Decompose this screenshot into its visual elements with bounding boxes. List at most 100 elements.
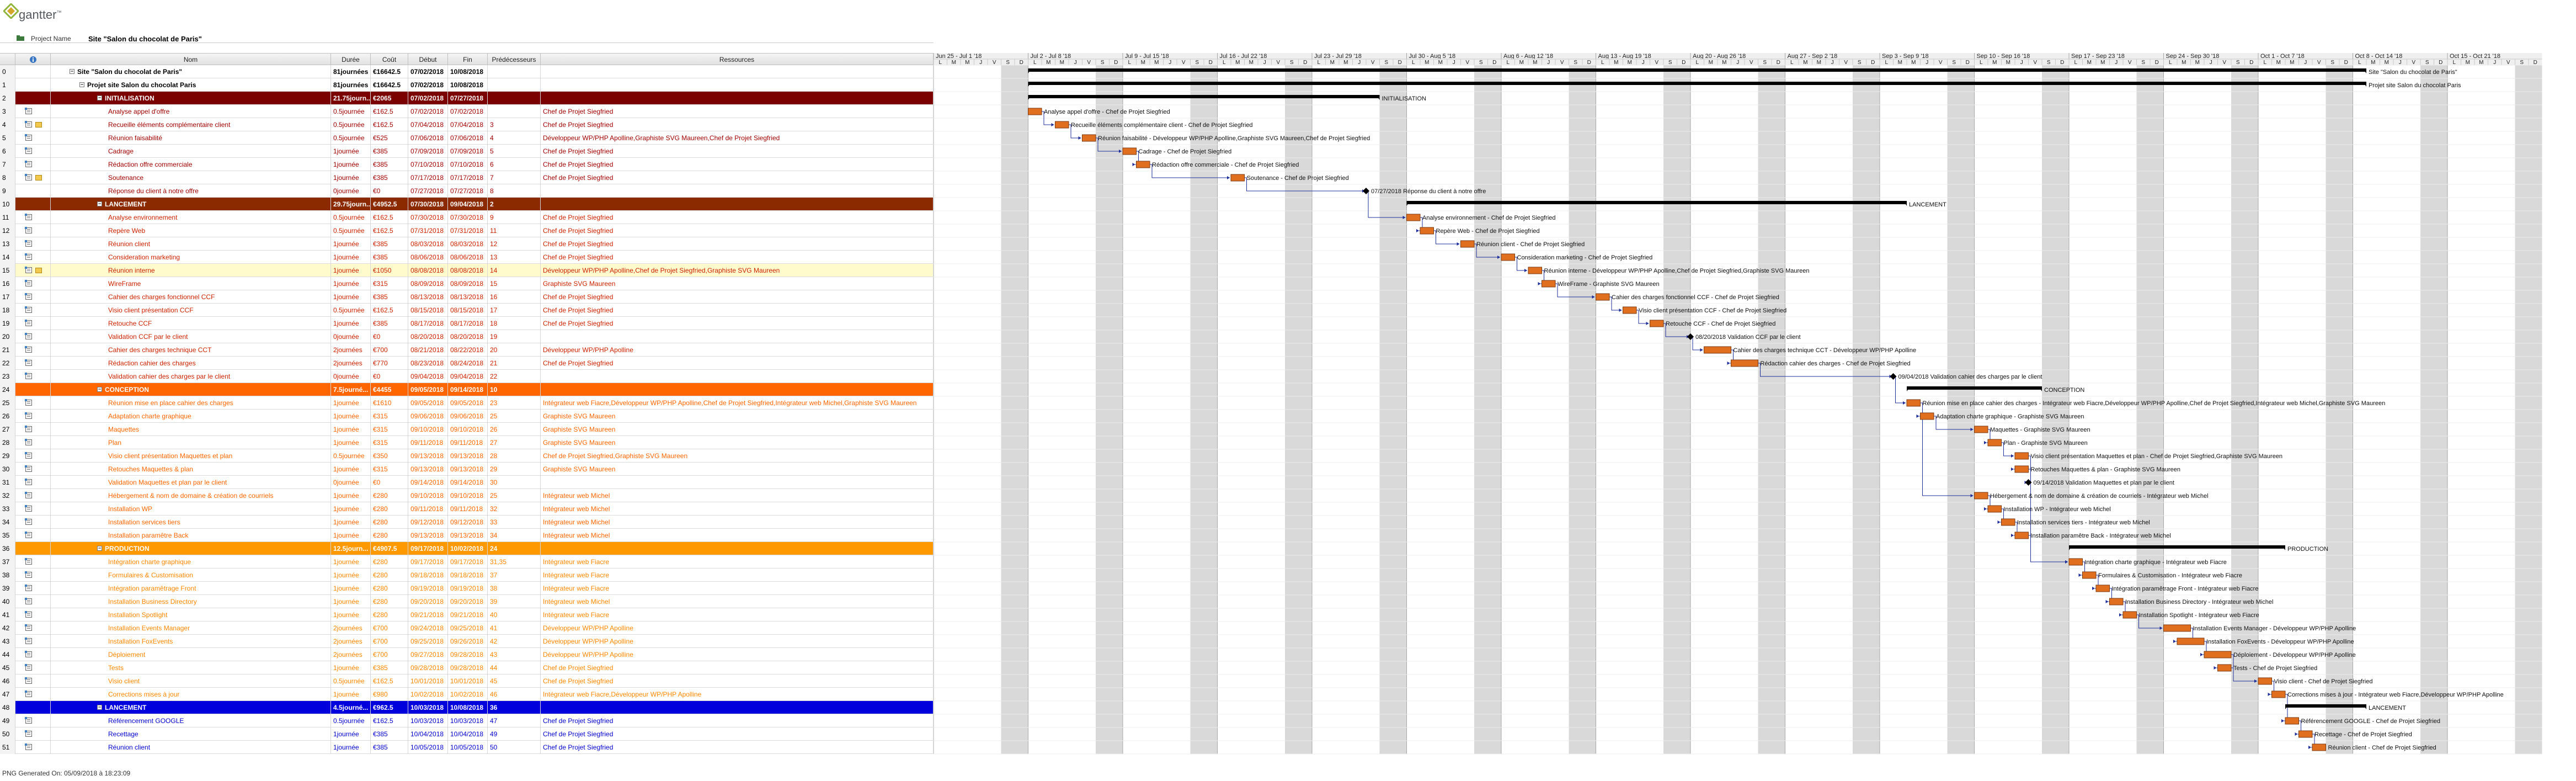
cell-end[interactable]: 07/10/2018 [448, 158, 488, 171]
cell-num[interactable]: 50 [0, 727, 15, 741]
cell-cost[interactable]: €525 [371, 131, 408, 145]
cell-end[interactable]: 09/17/2018 [448, 555, 488, 569]
cell-num[interactable]: 11 [0, 211, 15, 224]
cell-cost[interactable]: €0 [371, 370, 408, 383]
cell-cost[interactable]: €162.5 [371, 674, 408, 688]
cell-name[interactable]: Réunion faisabilité [51, 131, 331, 145]
cell-start[interactable]: 09/18/2018 [408, 569, 448, 582]
cell-pred[interactable]: 16 [488, 290, 541, 304]
cell-dur[interactable]: 1journée [331, 410, 371, 423]
cell-dur[interactable]: 1journée [331, 595, 371, 608]
cell-res[interactable]: Chef de Projet Siegfried [541, 741, 934, 754]
cell-num[interactable]: 45 [0, 661, 15, 674]
cell-dur[interactable]: 1journée [331, 171, 371, 184]
cell-pred[interactable]: 47 [488, 714, 541, 727]
cell-pred[interactable]: 29 [488, 463, 541, 476]
note-icon[interactable] [25, 320, 32, 326]
col-header-end[interactable]: Fin [448, 54, 488, 66]
cell-res[interactable] [541, 92, 934, 105]
cell-cost[interactable]: €280 [371, 529, 408, 542]
cell-name[interactable]: Cahier des charges technique CCT [51, 343, 331, 357]
cell-end[interactable]: 09/25/2018 [448, 621, 488, 635]
cell-pred[interactable]: 25 [488, 410, 541, 423]
cell-res[interactable]: Chef de Projet Siegfried [541, 714, 934, 727]
col-header-duration[interactable]: Durée [331, 54, 371, 66]
cell-cost[interactable]: €315 [371, 436, 408, 449]
cell-start[interactable]: 08/15/2018 [408, 304, 448, 317]
cell-cost[interactable]: €315 [371, 423, 408, 436]
cell-dur[interactable]: 1journée [331, 396, 371, 410]
cell-start[interactable]: 09/13/2018 [408, 529, 448, 542]
cell-end[interactable]: 07/09/2018 [448, 145, 488, 158]
cell-name[interactable]: Installation paramêtre Back [51, 529, 331, 542]
cell-cost[interactable]: €16642.5 [371, 65, 408, 78]
cell-num[interactable]: 38 [0, 569, 15, 582]
cell-name[interactable]: −LANCEMENT [51, 701, 331, 714]
cell-pred[interactable]: 34 [488, 529, 541, 542]
cell-res[interactable]: Chef de Projet Siegfried [541, 674, 934, 688]
cell-name[interactable]: Visio client présentation CCF [51, 304, 331, 317]
cell-dur[interactable]: 0journée [331, 330, 371, 343]
cell-cost[interactable]: €4952.5 [371, 198, 408, 211]
cell-name[interactable]: Retouches Maquettes & plan [51, 463, 331, 476]
cell-start[interactable]: 07/02/2018 [408, 105, 448, 118]
cell-name[interactable]: Retouche CCF [51, 317, 331, 330]
cell-pred[interactable]: 50 [488, 741, 541, 754]
cell-cost[interactable]: €700 [371, 621, 408, 635]
cell-pred[interactable]: 11 [488, 224, 541, 237]
col-header-predecessors[interactable]: Prédécesseurs [488, 54, 541, 66]
cell-end[interactable]: 09/20/2018 [448, 595, 488, 608]
cell-dur[interactable]: 1journée [331, 237, 371, 251]
cell-cost[interactable]: €162.5 [371, 224, 408, 237]
cell-num[interactable]: 14 [0, 251, 15, 264]
cell-res[interactable]: Intégrateur web Fiacre [541, 555, 934, 569]
cell-dur[interactable]: 12.5journ... [331, 542, 371, 555]
note-icon[interactable] [25, 717, 32, 724]
cell-start[interactable]: 09/05/2018 [408, 396, 448, 410]
cell-res[interactable] [541, 65, 934, 78]
note-icon[interactable] [25, 426, 32, 432]
cell-name[interactable]: Référencement GOOGLE [51, 714, 331, 727]
cell-res[interactable] [541, 383, 934, 396]
cell-num[interactable]: 7 [0, 158, 15, 171]
note-icon[interactable] [25, 412, 32, 419]
cell-pred[interactable]: 4 [488, 131, 541, 145]
note-icon[interactable] [25, 134, 32, 141]
cell-num[interactable]: 49 [0, 714, 15, 727]
note-icon[interactable] [25, 452, 32, 459]
cell-dur[interactable]: 2journées [331, 635, 371, 648]
cell-name[interactable]: Visio client [51, 674, 331, 688]
cell-res[interactable]: Chef de Projet Siegfried [541, 317, 934, 330]
cell-dur[interactable]: 1journée [331, 436, 371, 449]
cell-dur[interactable]: 1journée [331, 608, 371, 621]
cell-name[interactable]: −INITIALISATION [51, 92, 331, 105]
cell-end[interactable]: 09/19/2018 [448, 582, 488, 595]
col-header-info[interactable] [15, 54, 51, 66]
cell-cost[interactable]: €280 [371, 489, 408, 502]
cell-start[interactable]: 07/02/2018 [408, 92, 448, 105]
cell-dur[interactable]: 1journée [331, 741, 371, 754]
cell-res[interactable]: Développeur WP/PHP Apolline,Graphiste SV… [541, 131, 934, 145]
cell-dur[interactable]: 1journée [331, 529, 371, 542]
cell-num[interactable]: 34 [0, 516, 15, 529]
cell-dur[interactable]: 0.5journée [331, 118, 371, 131]
cell-pred[interactable] [488, 105, 541, 118]
cell-start[interactable]: 07/02/2018 [408, 78, 448, 92]
cell-num[interactable]: 1 [0, 78, 15, 92]
cell-name[interactable]: −Site "Salon du chocolat de Paris" [51, 65, 331, 78]
cell-num[interactable]: 18 [0, 304, 15, 317]
